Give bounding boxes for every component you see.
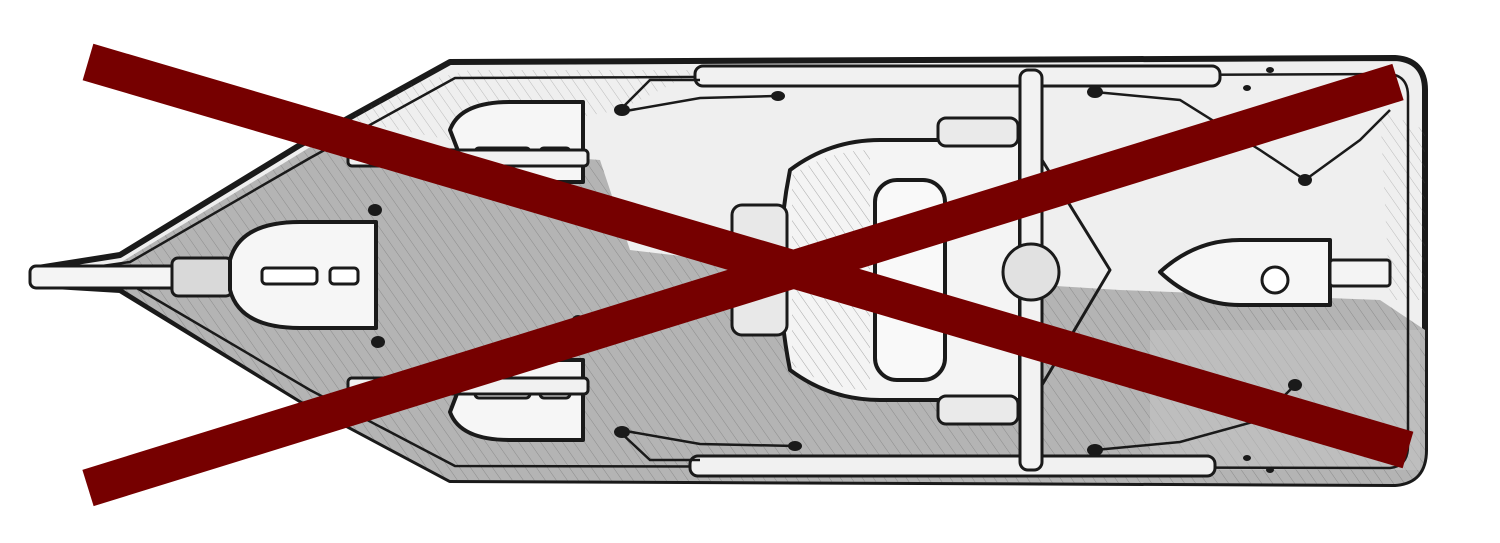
stern-tiller — [1328, 258, 1392, 288]
cabin-top-vent — [936, 116, 1020, 148]
deck-fittings — [368, 67, 1312, 473]
cabin-bottom-vent — [936, 394, 1020, 426]
cross-stroke-1 — [82, 43, 1414, 469]
anchor-winch — [170, 256, 234, 298]
bowsprit — [28, 264, 192, 290]
rail-top — [693, 64, 1222, 88]
mast — [1001, 242, 1061, 302]
cross-mark-icon — [82, 43, 1414, 507]
stern-winch — [1260, 265, 1290, 295]
cross-stroke-2 — [82, 63, 1404, 507]
forward-hatch-window-1 — [260, 266, 319, 286]
rigging — [619, 78, 1391, 462]
rail-bottom — [688, 454, 1217, 478]
forward-hatch-window-2 — [328, 266, 360, 286]
